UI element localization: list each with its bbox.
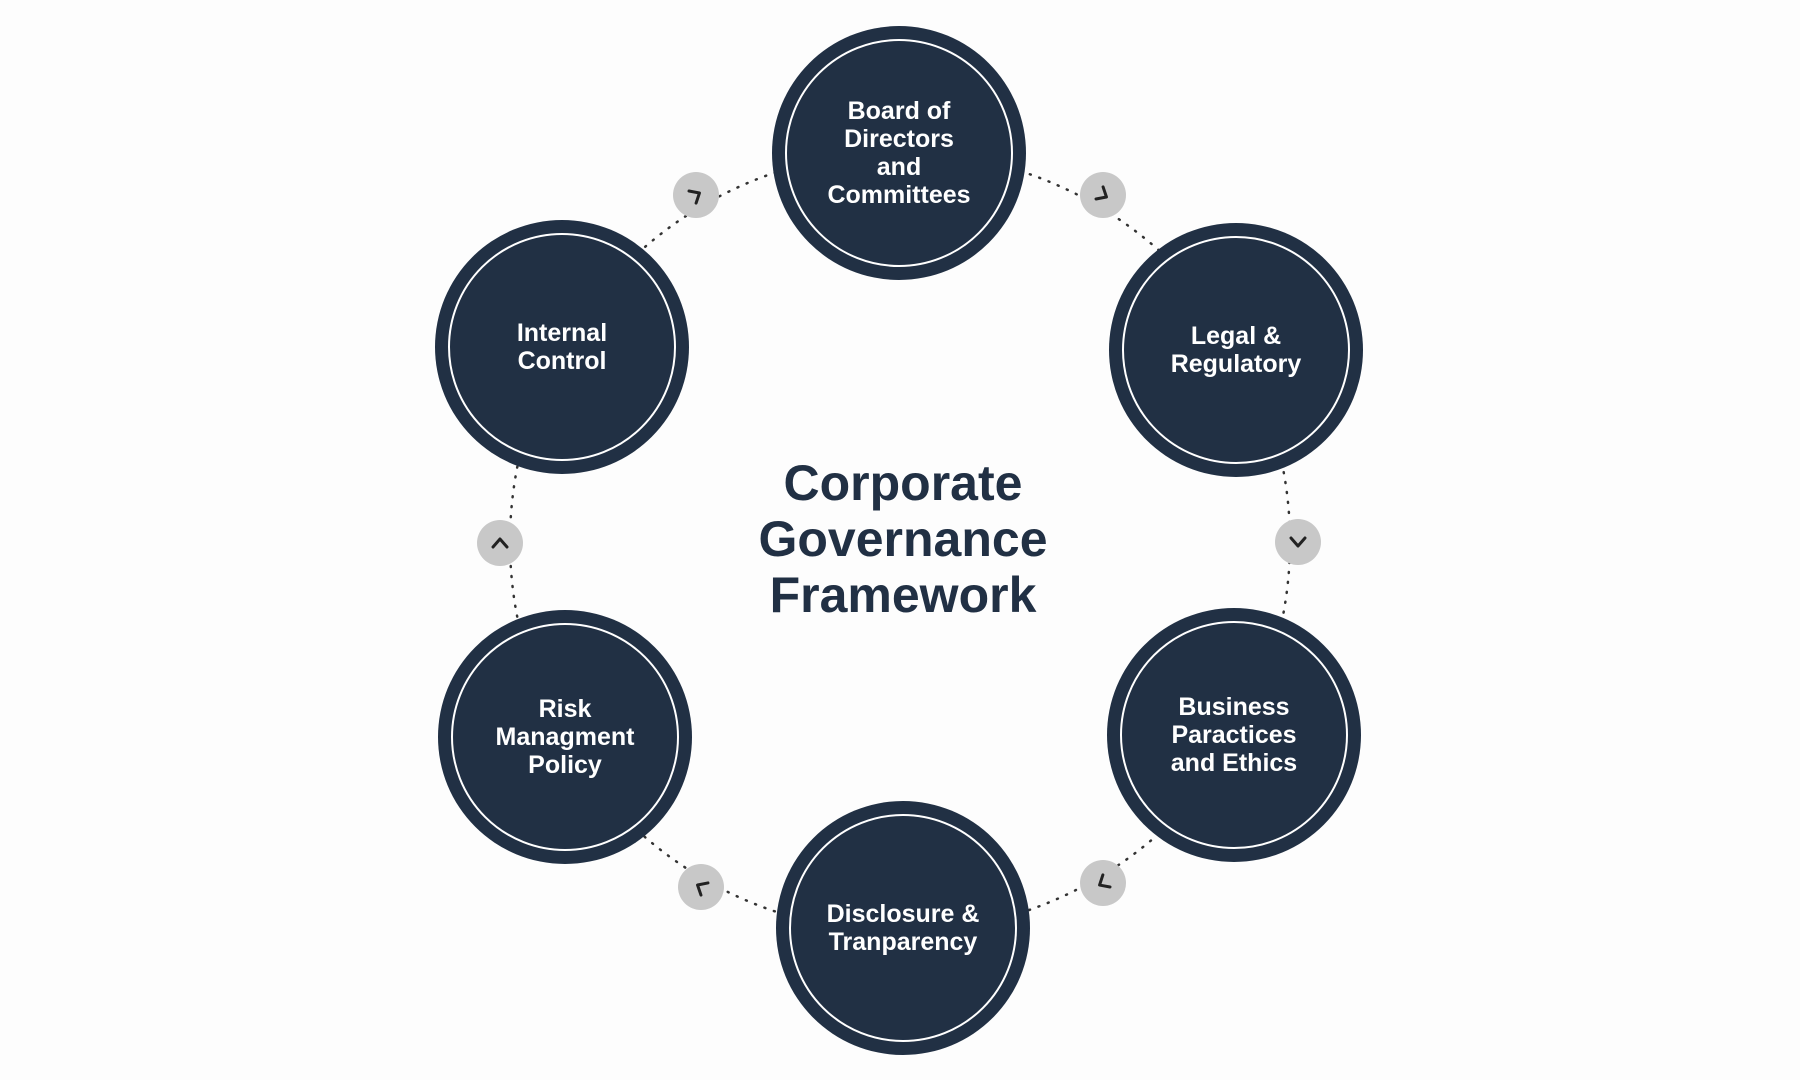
node-label: Legal & Regulatory — [1170, 322, 1302, 378]
node-label: Disclosure & Tranparency — [826, 900, 980, 956]
chevron-icon — [678, 864, 724, 910]
chevron-icon — [1080, 172, 1126, 218]
node-business-practices: Business Paractices and Ethics — [1107, 608, 1361, 862]
chevron-icon — [673, 172, 719, 218]
node-board-of-directors: Board of Directors and Committees — [772, 26, 1026, 280]
chevron-icon — [1080, 860, 1126, 906]
node-label: Business Paractices and Ethics — [1170, 693, 1298, 777]
chevron-icon — [1275, 519, 1321, 565]
node-disclosure-transparency: Disclosure & Tranparency — [776, 801, 1030, 1055]
node-legal-regulatory: Legal & Regulatory — [1109, 223, 1363, 477]
node-label: Board of Directors and Committees — [827, 97, 971, 209]
chevron-icon — [477, 520, 523, 566]
node-risk-management: Risk Managment Policy — [438, 610, 692, 864]
node-internal-control: Internal Control — [435, 220, 689, 474]
node-label: Internal Control — [516, 319, 608, 375]
node-label: Risk Managment Policy — [495, 695, 635, 779]
diagram-title: Corporate Governance Framework — [758, 455, 1048, 623]
